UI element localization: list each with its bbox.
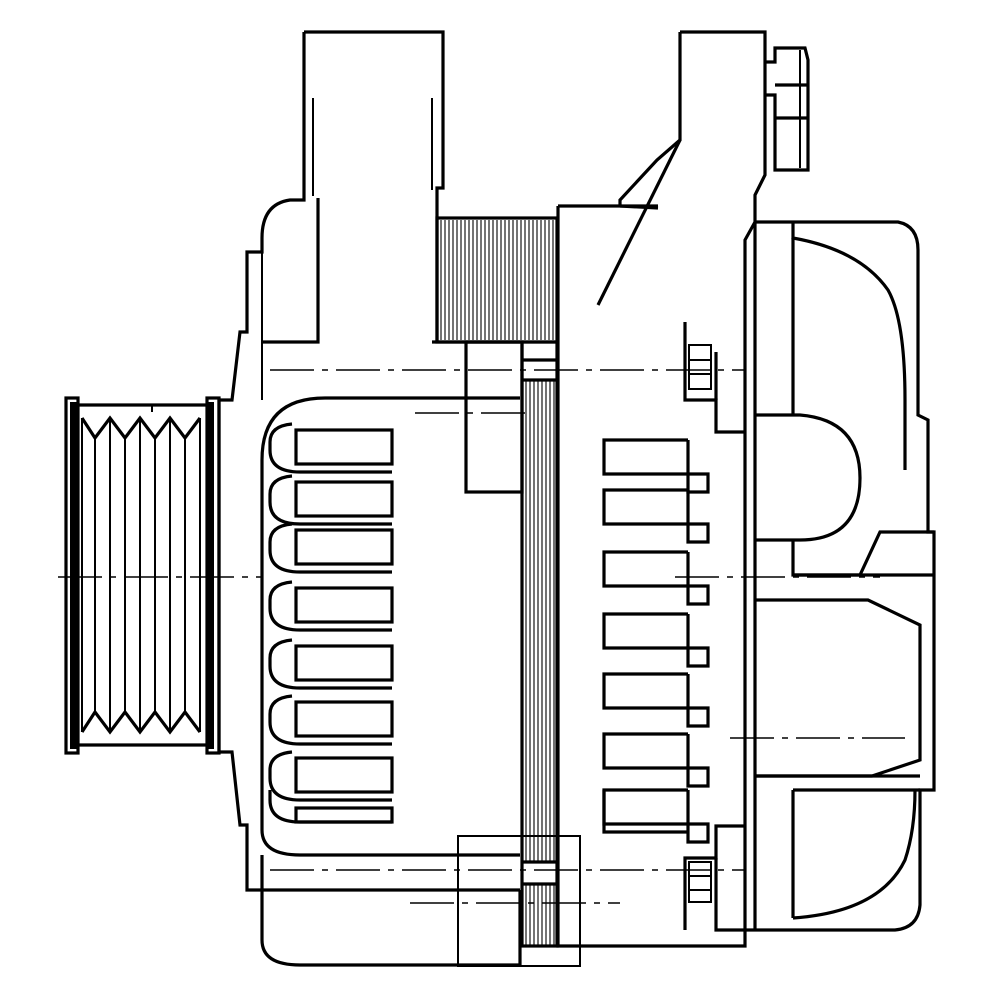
front-housing-vent-frame [260, 396, 520, 857]
front-vent-slot [268, 638, 394, 690]
pulley-outer-flange-left [64, 396, 80, 755]
serpentine-pulley [64, 396, 221, 755]
front-vent-slot [268, 580, 394, 632]
front-housing-outline [217, 32, 520, 967]
regulator-connector [755, 530, 934, 778]
front-vent-slot [268, 522, 394, 574]
rear-vent-fin [602, 612, 710, 668]
center-lines [58, 369, 905, 904]
front-vent-slot [268, 422, 394, 474]
rear-mounting-ear [680, 30, 767, 350]
rear-cover-dome [791, 222, 907, 470]
rear-cover [745, 220, 936, 932]
front-mounting-ear [304, 30, 445, 200]
front-vent-slot [268, 694, 394, 746]
rear-vent-fin [602, 788, 710, 844]
rear-housing-outline [556, 204, 747, 948]
rear-vent-fins [602, 438, 710, 844]
rear-cover-lower-dome [792, 789, 917, 920]
rear-vent-fin [602, 438, 710, 494]
rear-housing [556, 30, 810, 948]
brush-holder-arc [755, 413, 862, 542]
rear-vent-fin [602, 732, 710, 788]
mounting-bolt-head [765, 46, 810, 172]
stator-core [435, 216, 581, 967]
front-vent-slot [268, 750, 394, 802]
rear-vent-fin [602, 488, 710, 544]
stator-bracket [464, 340, 524, 494]
front-vent-slot [268, 474, 394, 526]
front-housing [217, 30, 520, 967]
front-vent-slots [268, 422, 394, 824]
rear-vent-fin [602, 672, 710, 728]
stator-lamination-stack [520, 340, 559, 948]
through-bolt-boss [457, 835, 581, 967]
rear-vent-fin [602, 550, 710, 606]
pulley-groove-lines [81, 418, 201, 732]
